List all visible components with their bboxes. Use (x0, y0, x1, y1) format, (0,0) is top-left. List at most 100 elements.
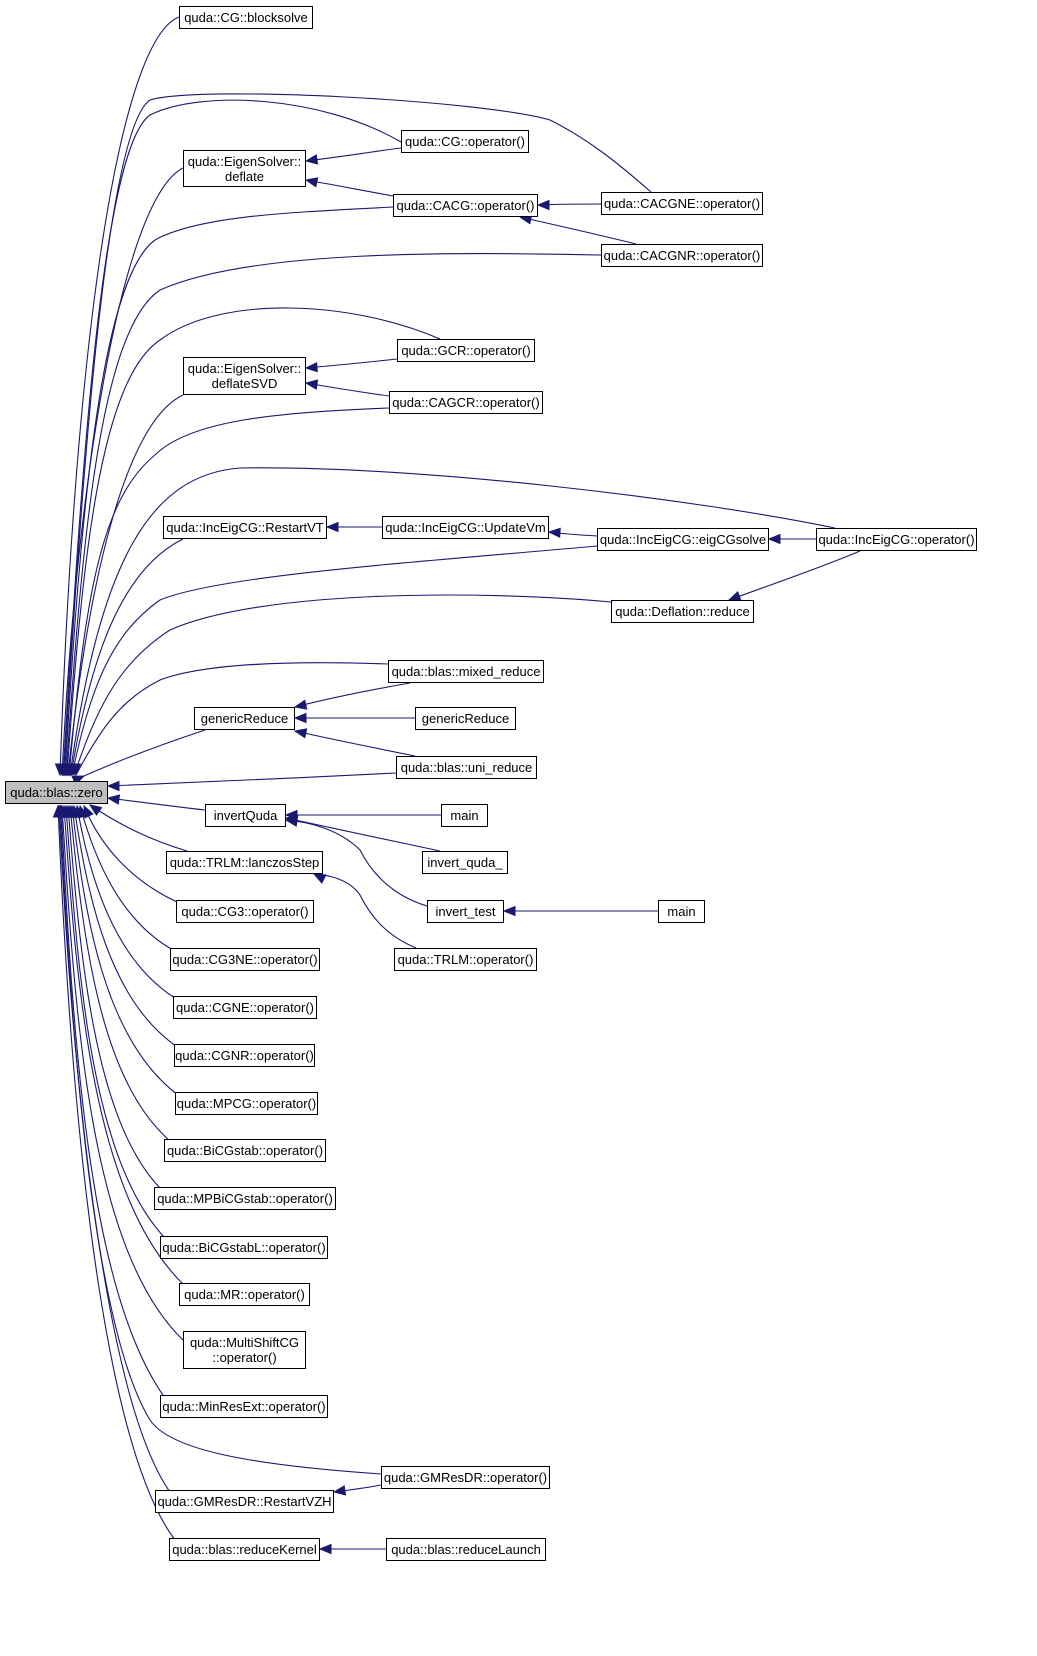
edge-inceigop-deflation (727, 550, 861, 601)
node-bicgstab-operator[interactable]: quda::BiCGstab::operator() (164, 1139, 326, 1162)
edge-mixedreduce-zero-arrowhead (70, 763, 82, 777)
edge-cacgnr-cacg (518, 214, 637, 245)
edge-reducelaunch-reducekernel (318, 1543, 386, 1555)
edge-restartvt-zero (65, 538, 184, 777)
node-invert-test[interactable]: invert_test (427, 900, 504, 923)
edge-unireduce-zero (106, 772, 397, 792)
edge-reducekernel-zero (52, 804, 176, 1541)
edge-mpbicgstab-zero (63, 804, 161, 1189)
edge-cgne-zero (74, 804, 176, 999)
node-eigensolver-deflate[interactable]: quda::EigenSolver::deflate (183, 150, 306, 187)
edge-cacgnr-zero (60, 253, 602, 777)
edge-eigcgsolve-updatevm (547, 527, 598, 539)
node-cacgne-operator[interactable]: quda::CACGNE::operator() (601, 192, 763, 215)
edge-mixedreduce-genericreduce (293, 682, 411, 710)
node-multishiftcg-operator[interactable]: quda::MultiShiftCG::operator() (183, 1331, 306, 1369)
edge-cacg-zero (59, 206, 394, 777)
edge-mixedreduce-zero (70, 662, 389, 777)
node-cacgnr-operator[interactable]: quda::CACGNR::operator() (601, 244, 763, 267)
node-quda-blas-zero: quda::blas::zero (5, 781, 108, 804)
edge-trlmop-lanczos-arrowhead (312, 873, 327, 884)
edge-gcr-deflatesvd-arrowhead (304, 361, 318, 373)
edge-inceigop-eigcgsolve-arrowhead (767, 533, 781, 545)
edge-invertquda_-invertquda (284, 815, 441, 852)
edge-multishift-zero (57, 804, 184, 1341)
edge-cg-deflate-arrowhead (304, 154, 319, 165)
node-cgne-operator[interactable]: quda::CGNE::operator() (173, 996, 317, 1019)
node-main-test[interactable]: main (658, 900, 705, 923)
node-gcr-operator[interactable]: quda::GCR::operator() (397, 339, 535, 362)
node-inceigcg-operator[interactable]: quda::IncEigCG::operator() (816, 528, 977, 551)
node-mpbicgstab-operator[interactable]: quda::MPBiCGstab::operator() (154, 1187, 336, 1210)
edge-gmresdrop-restartvzh-arrowhead (332, 1485, 347, 1496)
node-gmresdr-operator[interactable]: quda::GMResDR::operator() (381, 1466, 550, 1489)
node-trlm-lanczosstep[interactable]: quda::TRLM::lanczosStep (166, 851, 323, 874)
node-cacg-operator[interactable]: quda::CACG::operator() (393, 194, 538, 217)
edge-cacg-deflate (304, 177, 394, 197)
node-inceigcg-restartvt[interactable]: quda::IncEigCG::RestartVT (163, 516, 327, 539)
edge-lanczos-zero-arrowhead (88, 804, 103, 816)
edge-lanczos-zero (88, 804, 188, 852)
edge-cacgne-zero (58, 93, 652, 777)
node-genericreduce-caller[interactable]: genericReduce (415, 707, 516, 730)
edge-cgop-zero (57, 99, 402, 777)
node-blas-reducekernel[interactable]: quda::blas::reduceKernel (169, 1538, 320, 1561)
edge-genericreduce2-genericreduce (293, 712, 415, 724)
node-invertquda[interactable]: invertQuda (205, 804, 286, 827)
node-inceigcg-eigcgsolve[interactable]: quda::IncEigCG::eigCGsolve (597, 528, 769, 551)
edge-cagcr-deflatesvd-arrowhead (304, 379, 319, 390)
edge-reducelaunch-reducekernel-arrowhead (318, 1543, 332, 1555)
node-genericreduce[interactable]: genericReduce (194, 707, 295, 730)
node-main[interactable]: main (441, 804, 488, 827)
node-cg-operator[interactable]: quda::CG::operator() (401, 130, 529, 153)
node-gmresdr-restartvzh[interactable]: quda::GMResDR::RestartVZH (155, 1490, 334, 1513)
edge-cacgne-cacg (536, 199, 602, 211)
edge-unireduce-genericreduce-arrowhead (293, 728, 308, 739)
node-cgnr-operator[interactable]: quda::CGNR::operator() (174, 1044, 315, 1067)
edge-gcr-deflatesvd (304, 358, 398, 373)
node-trlm-operator[interactable]: quda::TRLM::operator() (394, 948, 537, 971)
edge-cg3ne-zero (78, 804, 174, 951)
node-cg3-operator[interactable]: quda::CG3::operator() (176, 900, 314, 923)
edge-cg-deflate (304, 147, 402, 165)
node-cagcr-operator[interactable]: quda::CAGCR::operator() (389, 391, 543, 414)
edge-main-invertquda (284, 809, 441, 821)
edge-eigcgsolve-updatevm-arrowhead (547, 527, 561, 539)
edge-trlmop-lanczos (312, 873, 417, 949)
edge-genericreduce2-genericreduce-arrowhead (293, 712, 307, 724)
node-invert-quda-underscore[interactable]: invert_quda_ (422, 851, 508, 874)
edge-unireduce-zero-arrowhead (106, 780, 120, 792)
edge-cacgne-cacg-arrowhead (536, 199, 550, 211)
edge-invertquda-zero (106, 794, 206, 811)
node-cg-blocksolve[interactable]: quda::CG::blocksolve (179, 6, 313, 29)
node-bicgstabl-operator[interactable]: quda::BiCGstabL::operator() (160, 1236, 328, 1259)
node-blas-mixed-reduce[interactable]: quda::blas::mixed_reduce (388, 660, 544, 683)
node-minresext-operator[interactable]: quda::MinResExt::operator() (160, 1395, 328, 1418)
edge-inverttest-invertquda (284, 816, 428, 907)
edge-updatevm-restartvt-arrowhead (325, 521, 339, 533)
edge-reducekernel-zero-arrowhead (52, 804, 64, 818)
edge-cagcr-deflatesvd (304, 379, 390, 397)
edge-main2-inverttest-arrowhead (502, 905, 516, 917)
edge-inceigop-eigcgsolve (767, 533, 817, 545)
edge-cacg-deflate-arrowhead (304, 177, 319, 188)
edge-mixedreduce-genericreduce-arrowhead (293, 699, 308, 710)
edge-main2-inverttest (502, 905, 659, 917)
edge-mr-zero (59, 804, 186, 1287)
edge-inverttest-invertquda-arrowhead (284, 816, 299, 827)
edge-gmresdrop-restartvzh (332, 1484, 382, 1496)
node-deflation-reduce[interactable]: quda::Deflation::reduce (611, 600, 754, 623)
node-cg3ne-operator[interactable]: quda::CG3NE::operator() (170, 948, 320, 971)
node-mpcg-operator[interactable]: quda::MPCG::operator() (175, 1092, 318, 1115)
node-mr-operator[interactable]: quda::MR::operator() (179, 1283, 310, 1306)
node-blas-uni-reduce[interactable]: quda::blas::uni_reduce (396, 756, 537, 779)
node-eigensolver-deflatesvd[interactable]: quda::EigenSolver::deflateSVD (183, 357, 306, 395)
node-blas-reducelaunch[interactable]: quda::blas::reduceLaunch (386, 1538, 546, 1561)
node-inceigcg-updatevm[interactable]: quda::IncEigCG::UpdateVm (382, 516, 549, 539)
edge-updatevm-restartvt (325, 521, 382, 533)
edge-cg3-zero (83, 804, 178, 903)
edge-mpcg-zero (67, 804, 179, 1096)
edge-invertquda-zero-arrowhead (106, 794, 121, 805)
